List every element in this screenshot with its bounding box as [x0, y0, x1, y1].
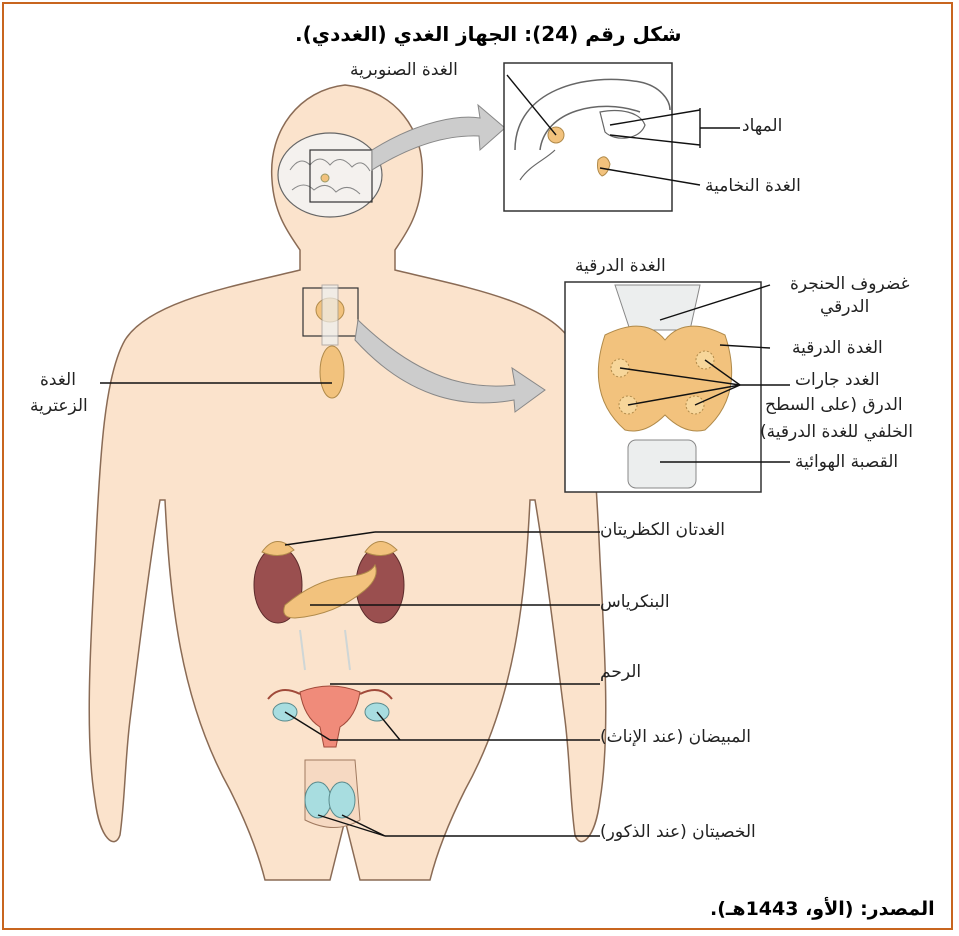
- label-thyroid-cartilage-1: غضروف الحنجرة: [790, 274, 910, 294]
- brain-inset: [504, 63, 672, 211]
- source-caption: المصدر: (الأو، 1443هـ).: [710, 898, 935, 920]
- label-thymus-2: الزعترية: [30, 396, 88, 416]
- trachea-small: [322, 285, 338, 345]
- label-adrenal: الغدتان الكظريتان: [600, 520, 725, 540]
- label-parathyroid-2: الدرق (على السطح: [765, 395, 903, 415]
- label-parathyroid-3: الخلفي للغدة الدرقية): [760, 422, 913, 442]
- brain: [278, 133, 382, 217]
- label-thymus-1: الغدة: [40, 370, 76, 390]
- figure-title: شكل رقم (24): الجهاز الغدي (الغددي).: [295, 22, 682, 46]
- label-pancreas: البنكرياس: [600, 592, 670, 612]
- thyroid-inset-title: الغدة الدرقية: [575, 256, 666, 276]
- label-thyroid-cartilage-2: الدرقي: [820, 297, 869, 317]
- label-pineal: الغدة الصنوبرية: [350, 60, 458, 80]
- testis-right: [329, 782, 355, 818]
- label-pituitary: الغدة النخامية: [705, 176, 801, 196]
- label-thalamus: المهاد: [742, 116, 782, 136]
- pineal-dot: [321, 174, 329, 182]
- label-ovaries: المبيضان (عند الإناث): [600, 727, 751, 747]
- testis-left: [305, 782, 331, 818]
- label-uterus: الرحم: [600, 662, 641, 682]
- label-trachea: القصبة الهوائية: [795, 452, 898, 472]
- label-parathyroid-1: الغدد جارات: [795, 370, 880, 390]
- thymus: [320, 346, 344, 398]
- label-thyroid: الغدة الدرقية: [792, 338, 883, 358]
- label-testes: الخصيتان (عند الذكور): [600, 822, 756, 842]
